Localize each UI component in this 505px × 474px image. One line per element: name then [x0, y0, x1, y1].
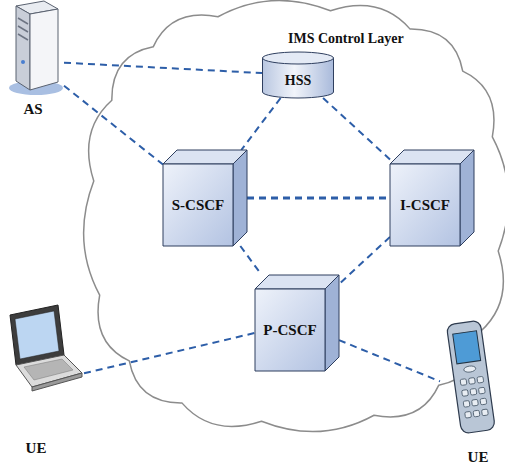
cylinder-top	[263, 52, 334, 64]
layer-title: IMS Control Layer	[288, 31, 404, 48]
phone-key	[482, 409, 489, 416]
phone-key	[480, 398, 487, 405]
server-light	[21, 60, 25, 64]
box-front-face	[390, 164, 460, 246]
server-slot	[18, 26, 28, 32]
label-holder: S-CSCF	[163, 196, 233, 214]
phone-screen	[453, 331, 481, 364]
dashed-link	[64, 86, 163, 165]
phone-key	[477, 376, 484, 383]
label-holder: HSS	[262, 73, 334, 90]
label-holder: AS	[2, 100, 64, 118]
label-holder: P-CSCF	[255, 321, 325, 339]
laptop-lid	[10, 305, 64, 365]
dashed-link	[339, 340, 440, 381]
laptop-edge	[32, 373, 82, 391]
node-label: AS	[23, 100, 42, 118]
dashed-link	[64, 63, 262, 73]
phone-key	[463, 400, 470, 407]
phone-key	[470, 388, 477, 395]
phone-key	[469, 378, 476, 385]
function-box: I-CSCF	[390, 150, 474, 246]
phone-icon: UE	[440, 318, 502, 470]
box-side-face	[233, 150, 247, 246]
node-label: UE	[468, 448, 489, 466]
box-side-face	[325, 275, 339, 371]
dashed-link	[323, 98, 390, 159]
dashed-link	[241, 98, 280, 150]
phone-key	[472, 399, 479, 406]
laptop-screen	[15, 311, 59, 359]
label-holder: I-CSCF	[390, 196, 460, 214]
box-side-face	[460, 150, 474, 246]
phone-key	[460, 379, 467, 386]
server-front	[16, 6, 30, 90]
cloud-region: IMS Control LayerHSS S-CSCF I-CSCF P-CSCF	[88, 0, 505, 430]
dashed-link	[84, 333, 255, 373]
phone-key	[462, 390, 469, 397]
phone-icon-shape	[440, 318, 502, 470]
function-box: P-CSCF	[255, 275, 339, 371]
label-holder: UE	[454, 448, 502, 466]
laptop-icon-shape	[2, 305, 84, 461]
box-front-face	[163, 164, 233, 246]
node-label: I-CSCF	[400, 196, 450, 214]
cloud-outline	[84, 0, 505, 431]
node-label: S-CSCF	[172, 196, 225, 214]
phone-key	[465, 411, 472, 418]
server-icon: AS	[2, 0, 64, 122]
phone-key	[473, 410, 480, 417]
phone-key	[478, 387, 485, 394]
dashed-link	[339, 237, 390, 284]
server-side	[30, 9, 58, 90]
label-holder: UE	[2, 439, 70, 457]
laptop-icon: UE	[2, 305, 84, 461]
phone-body	[446, 320, 495, 434]
server-slot	[18, 34, 28, 40]
node-label: P-CSCF	[263, 321, 316, 339]
node-label: UE	[26, 439, 47, 457]
phone-body-group	[446, 320, 495, 434]
label-holder: IMS Control Layer	[288, 31, 404, 48]
server-slot	[18, 18, 28, 24]
laptop-keyboard	[24, 359, 73, 380]
node-label: HSS	[285, 73, 311, 90]
box-front-face	[255, 289, 325, 371]
dashed-link	[240, 246, 261, 275]
phone-nav	[463, 365, 476, 373]
function-box: S-CSCF	[163, 150, 247, 246]
dashed-link	[247, 197, 390, 200]
database-cylinder: HSS	[262, 52, 334, 98]
